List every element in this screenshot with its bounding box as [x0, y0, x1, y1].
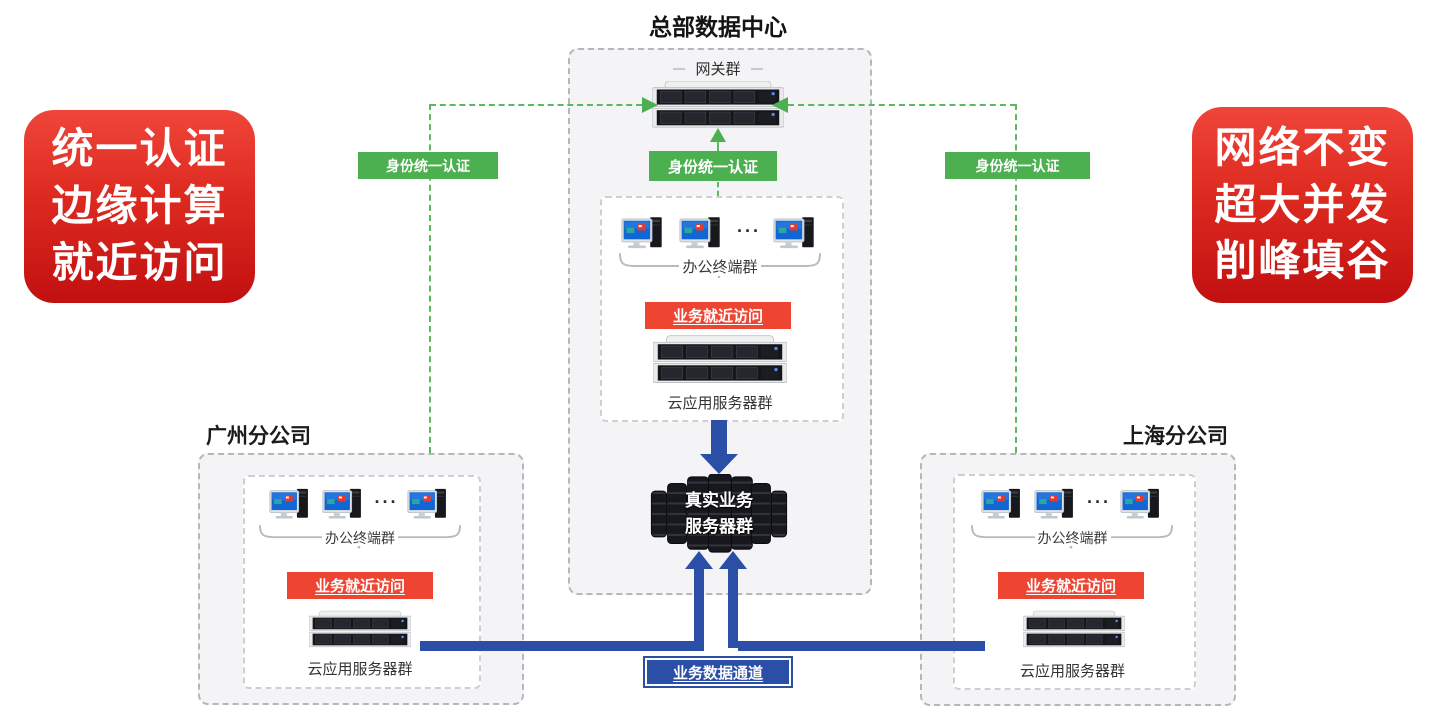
- core-server-line2: 服务器群: [685, 516, 753, 536]
- terminal-label-text: 办公终端群: [679, 259, 761, 276]
- hq-title: 总部数据中心: [649, 14, 787, 40]
- hq-cloud-server-label: 云应用服务器群: [667, 395, 773, 412]
- banner-line: 就近访问: [51, 238, 228, 286]
- channel-down-arrow-icon: [700, 454, 738, 474]
- data-channel-badge: 业务数据通道: [645, 658, 791, 686]
- auth-line-center-upper: [717, 142, 719, 153]
- auth-line-left-vertical: [429, 104, 431, 453]
- channel-down-shaft: [711, 420, 727, 456]
- cloud-app-servers-icon: [653, 334, 787, 387]
- terminal-icon: [1034, 488, 1078, 522]
- auth-badge-left: 身份统一认证: [358, 152, 498, 179]
- auth-line-center-lower: [717, 182, 719, 196]
- terminal-icon: [269, 488, 313, 522]
- gateway-servers-icon: [652, 81, 784, 130]
- cloud-app-servers-icon: [309, 606, 411, 654]
- hq-terminal-row: ···: [600, 216, 840, 252]
- core-server-line1: 真实业务: [685, 491, 753, 510]
- auth-badge-right: 身份统一认证: [945, 152, 1090, 179]
- banner-line: 削峰填谷: [1214, 237, 1391, 285]
- cloud-app-servers-icon: [1023, 606, 1125, 654]
- terminal-icon: [1120, 488, 1164, 522]
- channel-up-arrow-icon: [685, 551, 713, 569]
- shanghai-terminal-row: ···: [953, 488, 1192, 522]
- banner-line: 边缘计算: [51, 182, 228, 230]
- shanghai-terminal-label: 办公终端群: [953, 528, 1192, 548]
- ellipsis-dots: ···: [737, 221, 761, 241]
- shanghai-access-badge: 业务就近访问: [998, 572, 1144, 599]
- feature-banner-left: 统一认证 边缘计算 就近访问: [24, 110, 255, 303]
- terminal-icon: [679, 216, 725, 252]
- guangzhou-cloud-server-label: 云应用服务器群: [307, 661, 413, 678]
- dash-decor: [750, 67, 763, 70]
- channel-up-arrow-icon: [719, 551, 747, 569]
- gateway-label: 网关群: [695, 61, 741, 78]
- banner-line: 超大并发: [1214, 180, 1391, 228]
- feature-banner-right: 网络不变 超大并发 削峰填谷: [1192, 107, 1413, 303]
- terminal-icon: [407, 488, 451, 522]
- gateway-label-row: 网关群: [568, 58, 868, 79]
- ellipsis-dots: ···: [374, 492, 399, 512]
- terminal-icon: [981, 488, 1025, 522]
- guangzhou-terminal-label: 办公终端群: [243, 528, 477, 548]
- banner-line: 网络不变: [1214, 123, 1391, 171]
- auth-arrow-left-icon: [642, 97, 658, 113]
- shanghai-cloud-server-label: 云应用服务器群: [1019, 663, 1125, 680]
- auth-line-right-horizontal: [788, 104, 1016, 106]
- channel-riser-left: [694, 568, 704, 648]
- channel-line-right: [738, 641, 985, 651]
- hq-terminal-label: 办公终端群: [600, 256, 840, 277]
- auth-badge-center: 身份统一认证: [649, 151, 777, 181]
- ellipsis-dots: ···: [1087, 492, 1111, 512]
- dash-decor: [673, 67, 686, 70]
- auth-arrow-up-icon: [710, 128, 726, 142]
- terminal-label-text: 办公终端群: [322, 530, 398, 546]
- hq-access-badge: 业务就近访问: [645, 302, 791, 329]
- guangzhou-access-badge: 业务就近访问: [287, 572, 433, 599]
- terminal-icon: [621, 216, 667, 252]
- shanghai-title: 上海分公司: [1123, 425, 1228, 448]
- auth-arrow-right-icon: [772, 97, 788, 113]
- banner-line: 统一认证: [51, 125, 228, 173]
- guangzhou-title: 广州分公司: [206, 425, 311, 448]
- channel-line-left: [420, 641, 704, 651]
- terminal-label-text: 办公终端群: [1034, 530, 1111, 546]
- auth-line-left-horizontal: [430, 104, 642, 106]
- terminal-icon: [773, 216, 819, 252]
- guangzhou-terminal-row: ···: [243, 488, 477, 522]
- auth-line-right-vertical: [1015, 104, 1017, 453]
- core-server-label: 真实业务 服务器群: [648, 488, 790, 539]
- terminal-icon: [322, 488, 366, 522]
- channel-riser-right: [728, 568, 738, 648]
